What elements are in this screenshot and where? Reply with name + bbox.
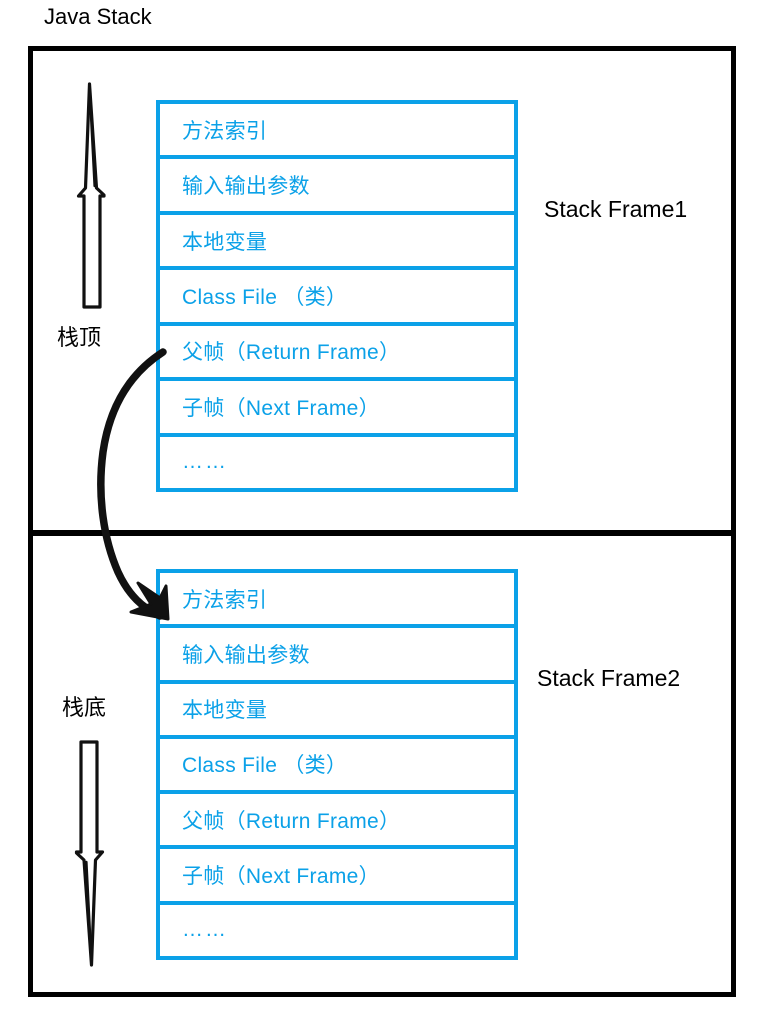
page-title: Java Stack [44, 4, 152, 29]
frame1-row-class-file: Class File （类） [160, 270, 514, 326]
stack-top-label: 栈顶 [57, 325, 102, 350]
frame1-row-ellipsis: …… [182, 450, 228, 474]
stack-frame-1-table: 方法索引 输入输出参数 本地变量 Class File （类） 父帧（Retur… [156, 100, 518, 492]
frame1-row-io-params: 输入输出参数 [160, 159, 514, 215]
stack-frame-2-label: Stack Frame2 [537, 665, 681, 691]
frame2-row-ellipsis: …… [182, 918, 228, 942]
stack-frame-2-table: 方法索引 输入输出参数 本地变量 Class File （类） 父帧（Retur… [156, 569, 518, 960]
frame2-row-io-params: 输入输出参数 [160, 628, 514, 684]
frame2-row-local-variables: 本地变量 [160, 684, 514, 739]
frame2-row-return-frame: 父帧（Return Frame） [160, 794, 514, 850]
frame2-row-method-index: 方法索引 [160, 573, 514, 629]
stack-frame-2-container [28, 531, 736, 997]
stack-bottom-label: 栈底 [62, 695, 107, 720]
frame2-row-class-file: Class File （类） [160, 739, 514, 795]
frame1-row-next-frame: 子帧（Next Frame） [160, 381, 514, 437]
frame1-row-return-frame: 父帧（Return Frame） [160, 326, 514, 382]
frame1-row-local-variables: 本地变量 [160, 215, 514, 271]
stack-frame-1-label: Stack Frame1 [544, 196, 688, 222]
frame1-row-method-index: 方法索引 [160, 104, 514, 160]
frame2-row-next-frame: 子帧（Next Frame） [160, 849, 514, 905]
